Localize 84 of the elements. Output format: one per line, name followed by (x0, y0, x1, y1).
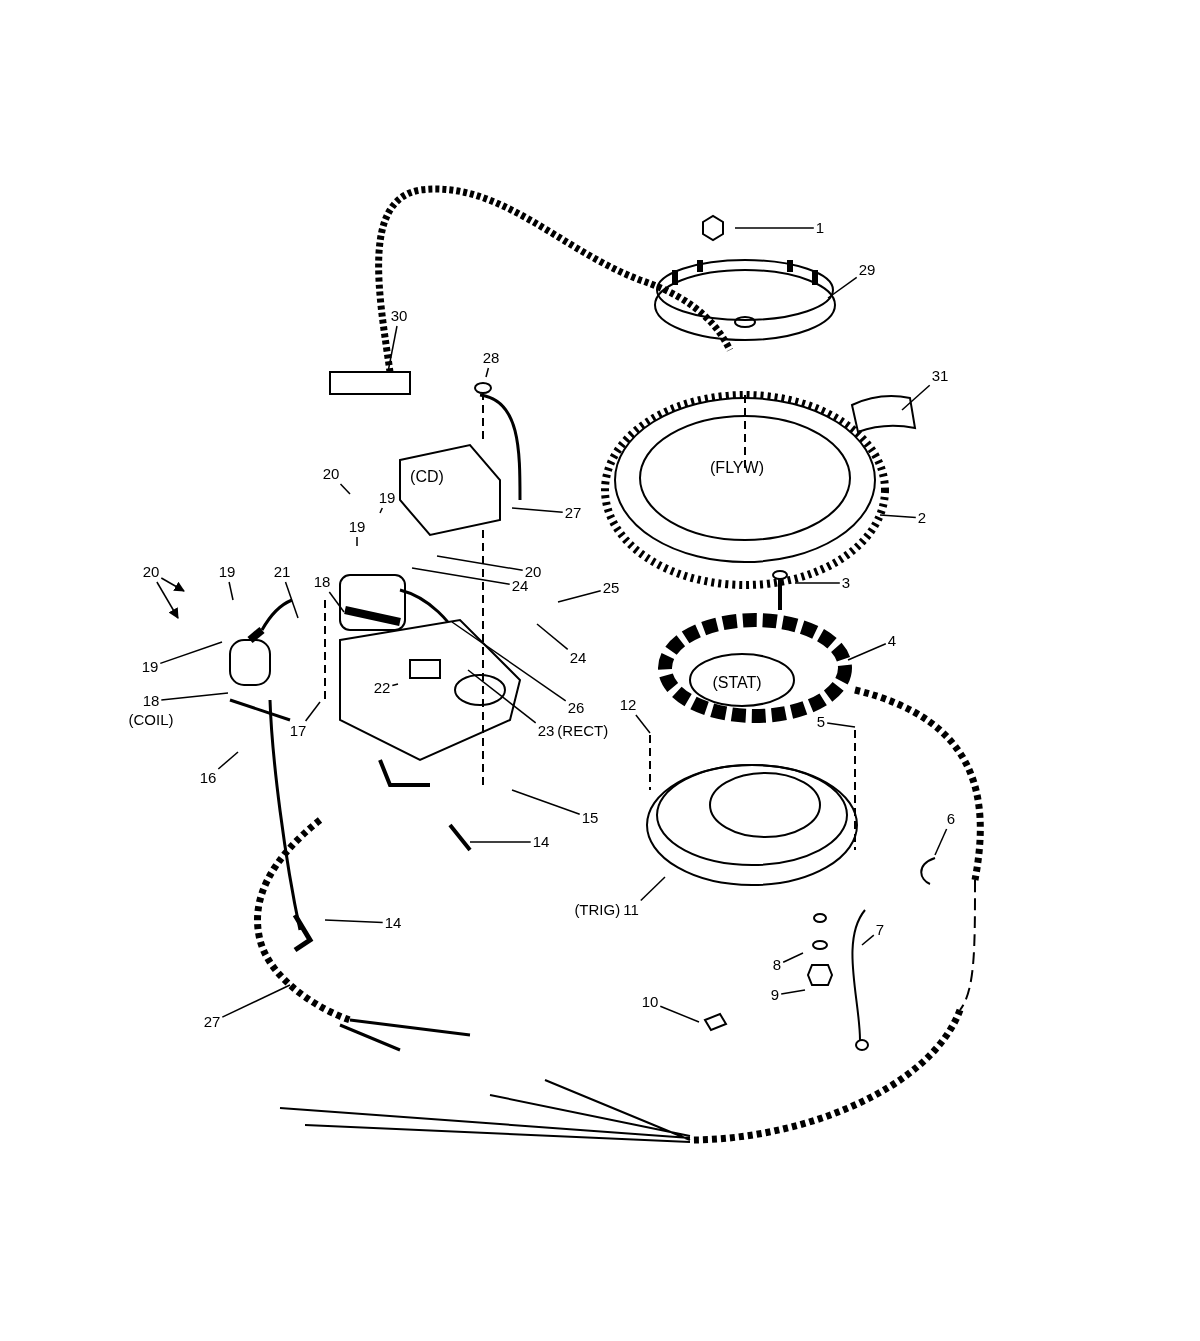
leader-line (861, 934, 875, 946)
callout-number: 3 (841, 575, 851, 591)
leader-line (156, 581, 179, 619)
leader-line (536, 623, 569, 651)
leader-line (324, 919, 384, 924)
callout-number: 6 (946, 811, 956, 827)
callout-number: 5 (816, 714, 826, 730)
part-code: (COIL) (128, 712, 174, 728)
callout-number: 26 (567, 700, 585, 716)
callout-number: 14 (384, 915, 402, 931)
callout-number: 7 (875, 922, 885, 938)
callout-number: 9 (770, 987, 780, 1003)
callout-number: 11 (623, 902, 639, 918)
callout-number: 31 (931, 368, 949, 384)
callout-number: 19 (141, 659, 159, 675)
callout-number: 20 (142, 564, 160, 580)
leader-line (436, 555, 524, 572)
leader-line (221, 984, 291, 1018)
leader-line (391, 683, 399, 687)
part-code: (FLYW) (710, 459, 764, 477)
leader-line (485, 367, 490, 378)
leader-line (780, 989, 806, 995)
leader-line (640, 876, 666, 902)
callout-number: 27 (203, 1014, 221, 1030)
callout-number: 24 (569, 650, 587, 666)
leader-line (160, 692, 229, 701)
callout-number: 2 (917, 510, 927, 526)
part-code: (STAT) (712, 674, 762, 692)
callout-number: 22 (373, 680, 391, 696)
leader-line (228, 581, 234, 601)
leader-line (160, 577, 185, 592)
callout-number: 14 (532, 834, 550, 850)
leader-line (782, 952, 804, 963)
leader-line (847, 642, 887, 661)
leader-line (339, 483, 351, 495)
callout-number: 1 (815, 220, 825, 236)
callout-number: 24 (511, 578, 529, 594)
callout-number: 30 (390, 308, 408, 324)
leader-line (734, 227, 815, 229)
leader-line (284, 581, 299, 619)
part-code: (TRIG) (574, 902, 621, 918)
callout-number: 23 (537, 723, 555, 739)
callout-number: 20 (524, 564, 542, 580)
leader-line (159, 641, 223, 665)
part-code: (RECT) (557, 723, 609, 739)
leader-line (635, 714, 651, 734)
leader-line (827, 276, 858, 299)
leader-line (511, 507, 564, 513)
leader-line (356, 536, 358, 547)
leader-line (557, 589, 602, 603)
callout-number: 28 (482, 350, 500, 366)
part-code: (CD) (410, 468, 444, 486)
callout-number: 8 (772, 957, 782, 973)
leader-line (451, 621, 567, 702)
callout-number: 16 (199, 770, 217, 786)
callout-number: 19 (378, 490, 396, 506)
callout-number: 18 (142, 693, 160, 709)
leader-line (467, 669, 537, 724)
callout-number: 19 (348, 519, 366, 535)
callout-number: 12 (619, 697, 637, 713)
callout-number: 4 (887, 633, 897, 649)
callout-number: 27 (564, 505, 582, 521)
callout-number: 29 (858, 262, 876, 278)
callout-number: 15 (581, 810, 599, 826)
leader-line (934, 828, 948, 856)
leader-line (659, 1005, 700, 1023)
leader-line (794, 582, 841, 584)
leader-line (826, 722, 856, 728)
callout-number: 25 (602, 580, 620, 596)
callout-number: 10 (641, 994, 659, 1010)
callout-number: 17 (289, 723, 307, 739)
callout-number: 20 (322, 466, 340, 482)
callout-number: 18 (313, 574, 331, 590)
leader-line (469, 841, 532, 843)
leader-line (217, 751, 239, 770)
leader-line (879, 514, 917, 519)
leader-line (328, 591, 345, 613)
leader-line (304, 701, 321, 722)
leader-line (901, 384, 931, 411)
callout-number: 19 (218, 564, 236, 580)
leader-line (379, 507, 384, 514)
callout-number: 21 (273, 564, 291, 580)
leader-line (411, 567, 511, 586)
leader-line (511, 789, 581, 816)
